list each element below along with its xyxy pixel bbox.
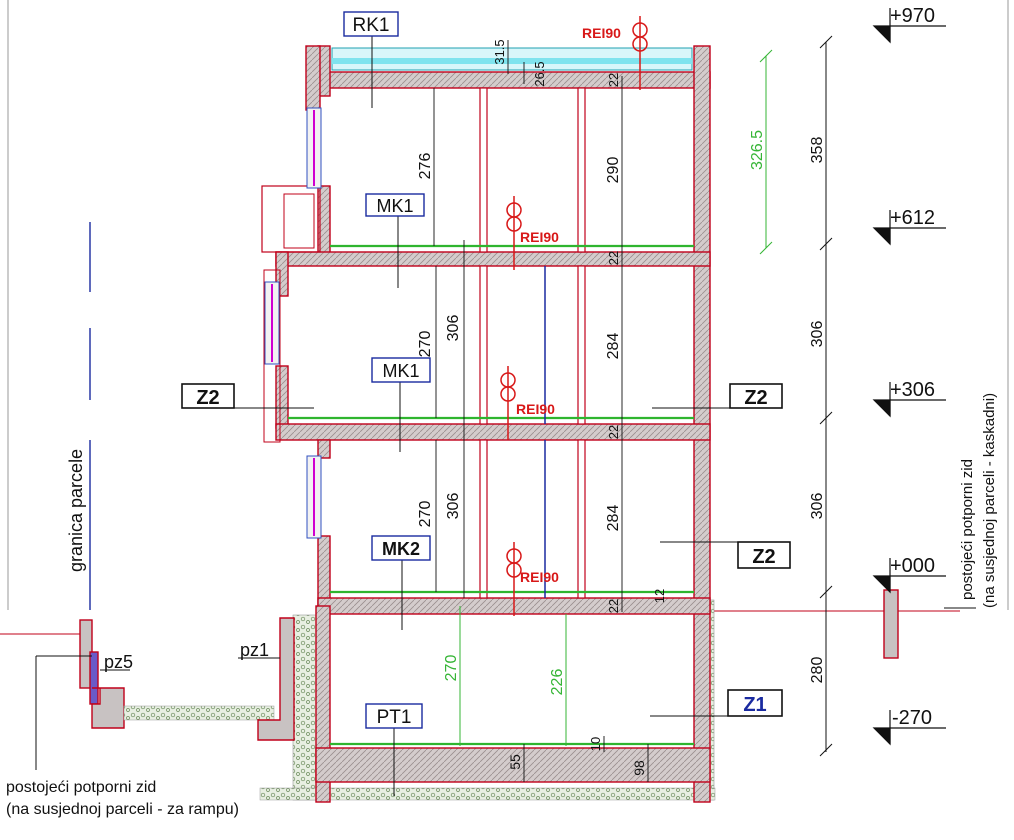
dim-284-a: 284 [605, 333, 622, 360]
retaining-wall-left [79, 619, 125, 729]
dim-290: 290 [605, 157, 622, 184]
left-note-line2: (na susjednoj parceli - za rampu) [6, 801, 239, 818]
dim-55: 55 [507, 754, 523, 770]
dim-358: 358 [809, 137, 826, 164]
dim-276: 276 [417, 153, 434, 180]
mk2-box [371, 535, 431, 561]
ramp-gravel [123, 705, 275, 721]
partitions [479, 87, 586, 599]
dim-green-top [759, 49, 773, 255]
z2-right-box [729, 383, 783, 409]
level-612: +612 [890, 207, 935, 229]
dim-green-basement [459, 606, 567, 746]
right-note-line2: (na susjednoj parceli - kaskadni) [981, 393, 998, 608]
mk1-top-label: MK1 [376, 196, 413, 216]
dim-270-green: 270 [443, 655, 460, 682]
gravel-base [259, 787, 716, 801]
dim-326-5: 326.5 [749, 130, 766, 170]
dim-280: 280 [809, 657, 826, 684]
windows [264, 107, 322, 539]
dim-12: 12 [652, 589, 667, 603]
z2-right-label: Z2 [744, 387, 767, 409]
building-walls [275, 45, 711, 803]
retaining-wall-right [883, 589, 899, 659]
z2-lower-box [737, 541, 791, 569]
balcony-top [261, 185, 321, 253]
rk1-box [343, 11, 399, 37]
balcony-mid [263, 269, 281, 443]
dim-306-d: 306 [445, 493, 462, 520]
pt1-label: PT1 [377, 707, 412, 728]
fire-rating-f0: REI90 [520, 569, 559, 585]
z1-box [727, 689, 783, 717]
dim-270-b: 270 [417, 501, 434, 528]
fire-rating-f2: REI90 [520, 229, 559, 245]
right-note-line1: postojeći potporni zid [959, 459, 976, 600]
dim-22-d: 22 [606, 599, 621, 613]
mk1-mid-box [371, 357, 431, 383]
fire-symbols [500, 16, 648, 616]
pz1-label: pz1 [240, 640, 269, 660]
level-m270: -270 [892, 707, 932, 729]
dim-306-c: 306 [445, 315, 462, 342]
dim-22-a: 22 [606, 73, 621, 87]
mk1-top-box [365, 193, 425, 217]
dim-31-5: 31.5 [492, 39, 507, 64]
left-note-line1: postojeći potporni zid [6, 779, 156, 796]
mk2-label: MK2 [382, 539, 420, 559]
z2-lower-label: Z2 [752, 546, 775, 568]
dim-306-b: 306 [809, 493, 826, 520]
fire-rating-f1: REI90 [516, 401, 555, 417]
retaining-wall-pz1 [257, 617, 295, 741]
dim-chain-right [819, 35, 833, 757]
dim-22-c: 22 [606, 425, 621, 439]
section-lines [35, 36, 976, 796]
level-markers [872, 8, 946, 746]
rk1-label: RK1 [353, 15, 390, 36]
level-306: +306 [890, 379, 935, 401]
balcony-top-inner [283, 193, 315, 249]
pt1-box [365, 703, 423, 729]
dim-306-a: 306 [809, 321, 826, 348]
level-970: +970 [890, 5, 935, 27]
z2-left-label: Z2 [196, 387, 219, 409]
plot-boundary-label: granica parcele [66, 449, 86, 572]
fire-rating-top: REI90 [582, 25, 621, 41]
dim-10: 10 [588, 737, 603, 751]
dim-270-a: 270 [417, 331, 434, 358]
pz5-label: pz5 [104, 652, 133, 672]
dim-284-b: 284 [605, 505, 622, 532]
level-000: +000 [890, 555, 935, 577]
roof-glass-band [332, 58, 692, 64]
floor-finishes [288, 244, 694, 746]
mk1-mid-label: MK1 [382, 361, 419, 381]
dim-interior [433, 40, 649, 782]
z2-left-box [181, 383, 235, 409]
ground-fill-left [292, 614, 318, 801]
dim-26-5: 26.5 [532, 61, 547, 86]
dim-226: 226 [549, 669, 566, 696]
z1-label: Z1 [743, 694, 766, 716]
dim-22-b: 22 [606, 251, 621, 265]
dim-98: 98 [631, 760, 647, 776]
